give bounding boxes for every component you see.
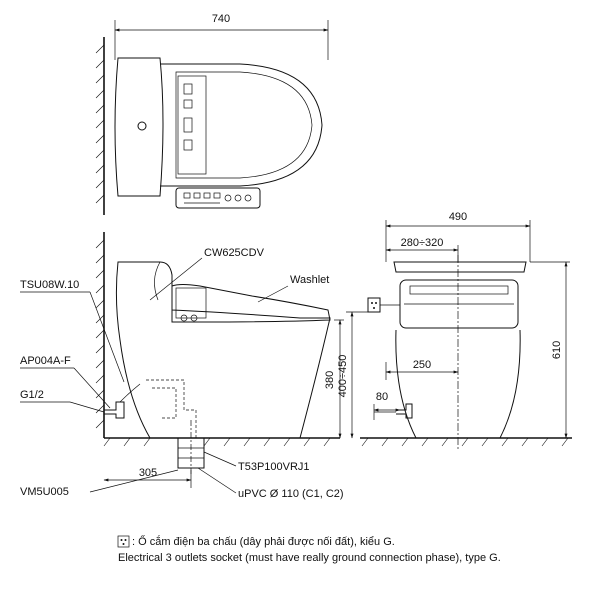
top-view: 740 [95, 13, 329, 215]
label-t53p100vrj1: T53P100VRJ1 [238, 461, 310, 473]
tank-top [114, 57, 164, 197]
angle-valve-icon [104, 401, 125, 419]
label-ap004a-f: AP004A-F [20, 355, 71, 367]
dim-305: 305 [139, 467, 157, 479]
note-line-en: Electrical 3 outlets socket (must have r… [118, 552, 501, 564]
washlet-front [399, 279, 519, 329]
note-line-vi: : Ổ cắm điện ba chấu (dây phải được nối … [132, 535, 395, 548]
toilet-body-side [115, 261, 331, 439]
label-g12: G1/2 [20, 389, 44, 401]
dim-250: 250 [413, 359, 431, 371]
dim-80: 80 [376, 391, 388, 403]
inlet-front-icon [396, 403, 413, 419]
washlet-unit-top [177, 75, 207, 175]
remote-control-icon [175, 187, 261, 209]
dim-380: 380 [324, 371, 336, 389]
washlet-unit-side [175, 287, 207, 319]
note-socket-icon [117, 535, 130, 548]
label-vm5u005: VM5U005 [20, 486, 69, 498]
dim-280-320: 280÷320 [401, 237, 444, 249]
dim-490: 490 [449, 211, 467, 223]
flush-button-icon [137, 121, 147, 131]
front-view: 490 280÷320 250 80 400÷450 [337, 211, 572, 450]
label-tsu08w10: TSU08W.10 [20, 279, 79, 291]
socket-icon [367, 297, 381, 313]
dim-400-450: 400÷450 [337, 355, 349, 398]
washlet-side [171, 284, 331, 323]
dim-610: 610 [551, 341, 563, 359]
label-washlet: Washlet [290, 274, 329, 286]
lid-top [175, 71, 313, 179]
socket-note: : Ổ cắm điện ba chấu (dây phải được nối … [117, 535, 501, 564]
seat-top [160, 63, 323, 187]
side-view: CW625CDV Washlet TSU08W.10 AP004A-F G1/2… [20, 232, 344, 500]
dim-740: 740 [212, 13, 230, 25]
label-cw625cdv: CW625CDV [204, 247, 265, 259]
tank-front [393, 261, 527, 273]
trap-internal [146, 379, 197, 438]
label-upvc: uPVC Ø 110 (C1, C2) [238, 488, 344, 500]
